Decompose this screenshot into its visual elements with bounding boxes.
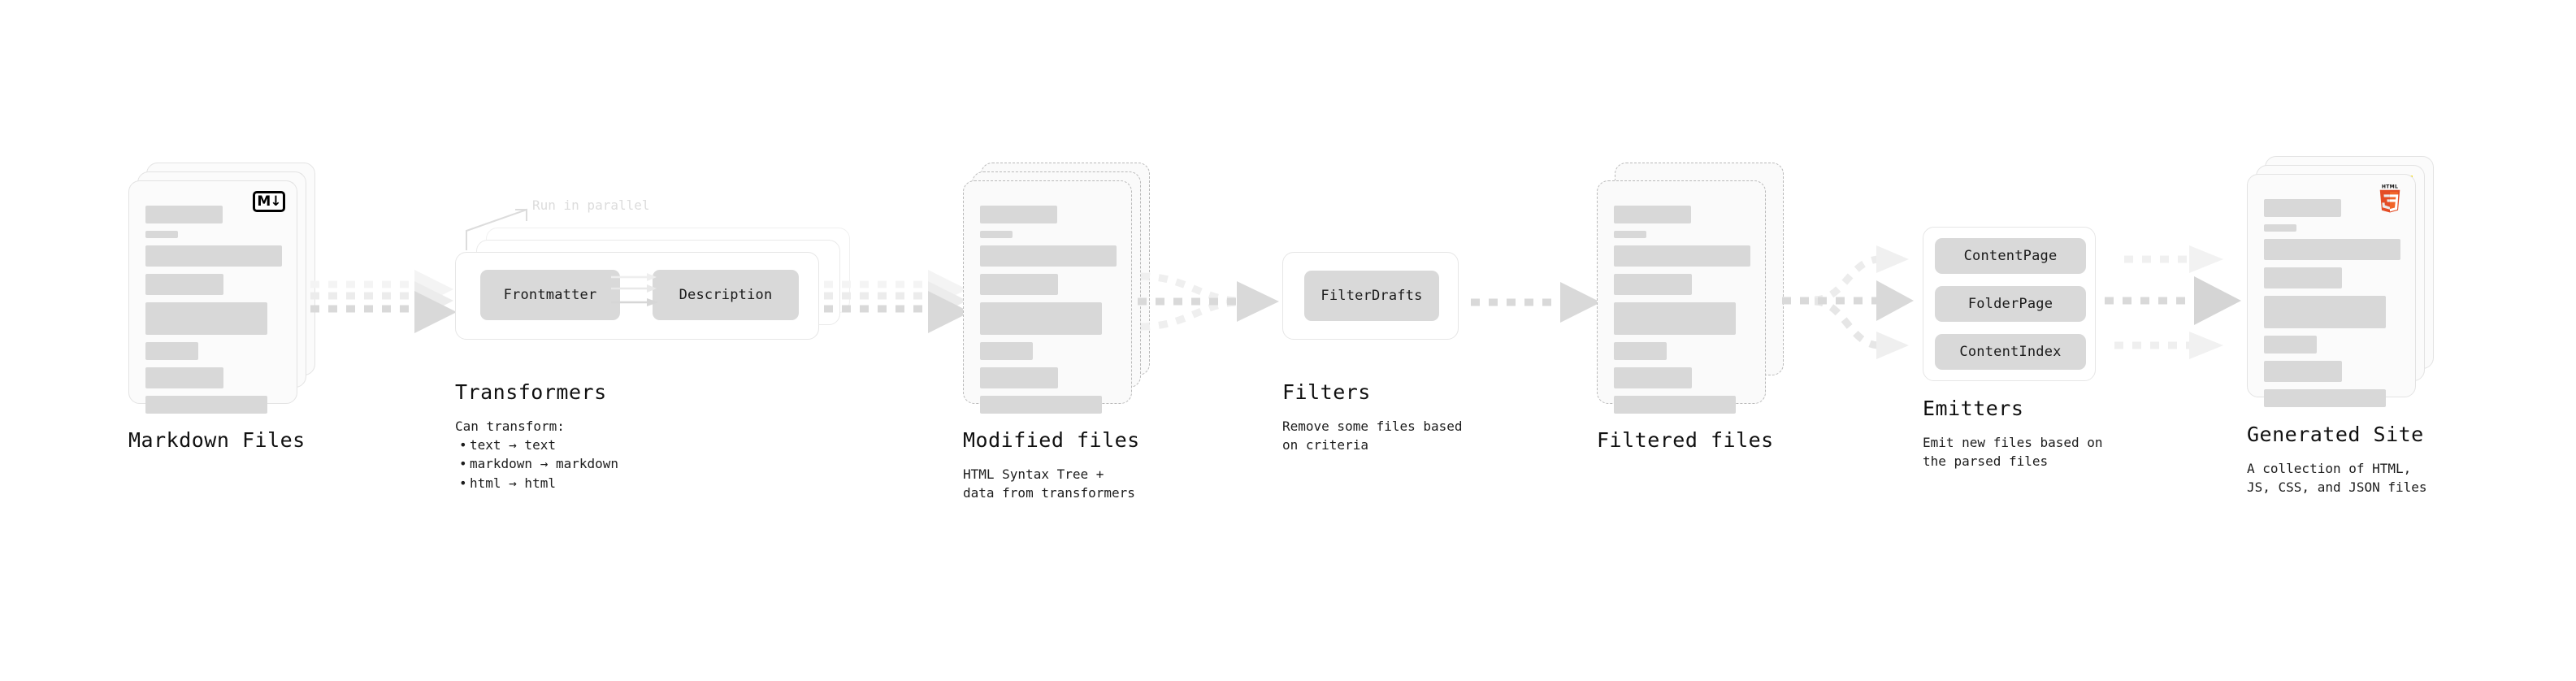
skeleton-bar	[1614, 245, 1750, 267]
html5-badge: HTML	[2376, 184, 2404, 217]
transformer-chip-description[interactable]: Description	[653, 270, 799, 320]
skeleton-bar	[145, 367, 223, 388]
skeleton-bar	[145, 342, 198, 360]
skeleton-content	[1614, 206, 1750, 421]
skeleton-bar	[1614, 302, 1736, 335]
skeleton-bar	[980, 206, 1057, 223]
transformer-group-front: Frontmatter Description	[455, 252, 819, 340]
skeleton-bar	[145, 245, 282, 267]
transformer-chip-frontmatter[interactable]: Frontmatter	[480, 270, 620, 320]
filter-chip-filterdrafts[interactable]: FilterDrafts	[1304, 271, 1439, 321]
skeleton-bar	[1614, 274, 1692, 295]
transformers-capability-item: text → text	[459, 436, 618, 454]
skeleton-bar	[1614, 342, 1667, 360]
connector-filters-to-filtered	[1468, 278, 1606, 327]
stage-generated-site: CSS JS HTML	[2247, 156, 2435, 408]
run-in-parallel-bracket	[465, 195, 570, 252]
svg-text:HTML: HTML	[2382, 184, 2398, 190]
connector-emitters-to-site	[2105, 232, 2251, 370]
skeleton-bar	[1614, 231, 1646, 238]
filtered-file-stack	[1597, 163, 1785, 414]
site-file-stack: CSS JS HTML	[2247, 156, 2435, 408]
transformers-description-lead: Can transform:	[455, 419, 565, 434]
emitters-description: Emit new files based on the parsed files	[1923, 435, 2103, 470]
skeleton-bar	[1614, 396, 1736, 414]
skeleton-content	[980, 206, 1117, 421]
filters-group: FilterDrafts	[1282, 252, 1459, 340]
transformers-capability-item: markdown → markdown	[459, 454, 618, 473]
site-file-card-html: HTML	[2247, 174, 2416, 407]
modified-file-stack	[963, 163, 1151, 414]
emitter-chip-contentindex[interactable]: ContentIndex	[1935, 334, 2086, 370]
run-in-parallel-label: Run in parallel	[532, 197, 650, 213]
skeleton-bar	[2264, 336, 2317, 354]
transformers-capability-list: text → text markdown → markdown html → h…	[455, 436, 618, 492]
skeleton-bar	[145, 206, 223, 223]
markdown-badge: M↓	[253, 191, 285, 212]
emitters-group: ContentPage FolderPage ContentIndex	[1923, 227, 2096, 381]
transformers-capability-item: html → html	[459, 474, 618, 492]
stage-title-transformers: Transformers	[455, 380, 607, 404]
modified-file-card-front	[963, 180, 1132, 414]
filtered-file-card-front	[1597, 180, 1766, 414]
skeleton-bar	[2264, 224, 2296, 232]
skeleton-bar	[2264, 361, 2342, 382]
skeleton-bar	[980, 342, 1033, 360]
skeleton-bar	[2264, 389, 2386, 407]
skeleton-bar	[980, 396, 1102, 414]
markdown-file-stack: M↓ M↓ M↓	[128, 163, 317, 414]
skeleton-bar	[980, 274, 1058, 295]
skeleton-content	[2264, 199, 2400, 414]
filters-description: Remove some files based on criteria	[1282, 419, 1463, 453]
stage-modified-files	[963, 163, 1151, 414]
skeleton-bar	[980, 302, 1102, 335]
skeleton-bar	[1614, 206, 1691, 223]
skeleton-bar	[2264, 199, 2341, 217]
connector-markdown-to-transformers	[310, 268, 457, 349]
skeleton-bar	[145, 396, 267, 414]
generated-site-description: A collection of HTML, JS, CSS, and JSON …	[2247, 461, 2427, 496]
skeleton-bar	[980, 231, 1013, 238]
skeleton-bar	[980, 367, 1058, 388]
markdown-file-card-front: M↓	[128, 180, 297, 414]
connector-filtered-to-emitters	[1776, 232, 1922, 370]
skeleton-bar	[145, 302, 267, 335]
stage-filtered-files	[1597, 163, 1785, 414]
modified-files-description: HTML Syntax Tree + data from transformer…	[963, 466, 1135, 501]
stage-title-markdown-files: Markdown Files	[128, 428, 306, 452]
skeleton-bar	[1614, 367, 1692, 388]
skeleton-bar	[145, 231, 178, 238]
transformers-description: Can transform: text → text markdown → ma…	[455, 417, 618, 492]
stage-title-modified-files: Modified files	[963, 428, 1140, 452]
skeleton-bar	[145, 274, 223, 295]
emitter-chip-folderpage[interactable]: FolderPage	[1935, 286, 2086, 322]
stage-markdown-files: M↓ M↓ M↓	[128, 163, 317, 414]
skeleton-content	[145, 206, 282, 421]
skeleton-bar	[2264, 239, 2400, 260]
connector-transformers-to-modified	[824, 268, 970, 349]
connector-modified-to-filters	[1138, 268, 1284, 349]
stage-title-emitters: Emitters	[1923, 397, 2024, 420]
stage-title-generated-site: Generated Site	[2247, 423, 2424, 446]
skeleton-bar	[2264, 267, 2342, 288]
emitter-chip-contentpage[interactable]: ContentPage	[1935, 238, 2086, 274]
transformer-inner-arrows	[611, 272, 668, 326]
skeleton-bar	[2264, 296, 2386, 328]
stage-title-filters: Filters	[1282, 380, 1371, 404]
stage-title-filtered-files: Filtered files	[1597, 428, 1774, 452]
skeleton-bar	[980, 245, 1117, 267]
